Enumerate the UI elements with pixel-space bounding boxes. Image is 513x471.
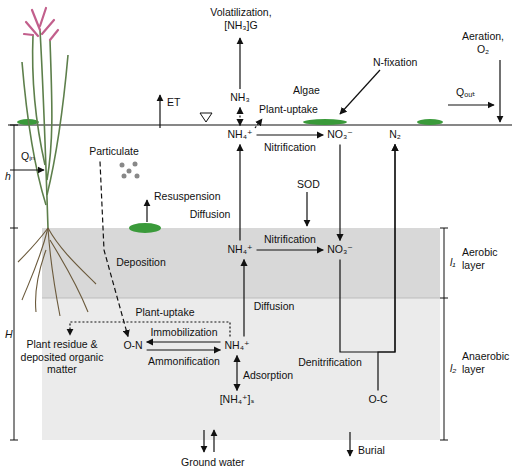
dimension-label: l₁ [449,256,457,269]
node-text: NH₃ [230,91,249,104]
node-text: NO₃⁻ [327,128,353,141]
species-label: NH₄⁺ [224,339,251,352]
algae [17,119,443,233]
species-label: [NH₄⁺]ₛ [219,393,256,406]
process-label: Diffusion [189,208,232,221]
node-text: N₂ [389,128,401,141]
process-connector [236,356,237,391]
node-text: NH₄⁺ [228,128,253,141]
plant-flowers [24,8,58,40]
species-label: N₂ [388,128,402,141]
organism-label: Algae [292,84,321,97]
dimension-label: H [4,328,14,341]
layer-heading: Aerobic layer [462,246,512,271]
process-label: Aeration, O₂ [456,30,510,55]
process-connector [257,249,324,250]
aerobic-band-fill [42,228,440,298]
node-text: [NH₄⁺]ₛ [220,393,255,406]
process-label: Plant-uptake [135,306,196,319]
process-label: Nitrification [263,233,317,246]
flow-label: Qₒᵤₜ [455,86,476,99]
process-label: Diffusion [253,300,296,313]
process-label: Resuspension [153,190,222,203]
process-connector [147,349,221,350]
particulate-dots [120,162,140,179]
process-label: Deposition [115,256,167,269]
node-text: NH₄⁺ [228,243,253,256]
dimension-label: h [4,170,12,183]
process-label: Denitrification [297,356,363,369]
species-label: NO₃⁻ [326,128,354,141]
process-label: Immobilization [149,326,218,339]
process-connector [239,108,240,126]
process-connector [257,134,324,135]
plant-roots [18,228,96,316]
process-connector [339,145,340,241]
layer-heading: Anaerobic layer [462,350,512,375]
layer-boundary [42,298,440,299]
process-label: SOD [296,178,321,191]
plant [22,30,68,228]
process-connector [100,162,128,337]
anaerobic-band-fill [42,298,440,440]
process-connector [378,145,395,391]
process-label: Volatilization, [NH₃]G [198,6,284,31]
node-text: O-N [123,339,142,352]
process-connector [239,145,240,241]
node-text: NH₄⁺ [225,339,250,352]
process-label: Nitrification [263,141,317,154]
process-label: N-fixation [372,56,418,69]
particulate-source: Particulate [88,145,140,158]
species-label: NO₃⁻ [326,243,354,256]
process-label: Burial [357,444,386,457]
node-text: NO₃⁻ [327,243,353,256]
organic-matter-pool: Plant residue & deposited organic matter [10,338,114,376]
species-label: NH₄⁺ [227,243,254,256]
node-text: Particulate [89,145,139,158]
process-arrows [10,38,500,456]
aerobic-layer-band: Aerobic layerNH₄⁺NO₃⁻ [42,228,440,298]
flow-label: Ground water [180,456,246,469]
dimension-label: l₂ [449,362,457,375]
water-level-symbol [200,113,212,122]
node-text: Plant residue & deposited organic matter [10,338,114,376]
species-label: O-N [122,339,143,352]
process-connector [243,260,244,337]
process-label: Adsorption [242,369,294,382]
process-label: Plant-uptake [258,103,319,116]
species-label: NH₃ [229,91,250,104]
species-label: O-C [367,393,388,406]
flow-label: Qᵢₙ [20,150,36,163]
process-connector [147,341,221,342]
dimension-lines [10,125,448,440]
node-text: O-C [368,393,387,406]
process-label: Ammonification [147,355,221,368]
process-label: ET [166,96,181,109]
species-label: NH₄⁺ [227,128,254,141]
